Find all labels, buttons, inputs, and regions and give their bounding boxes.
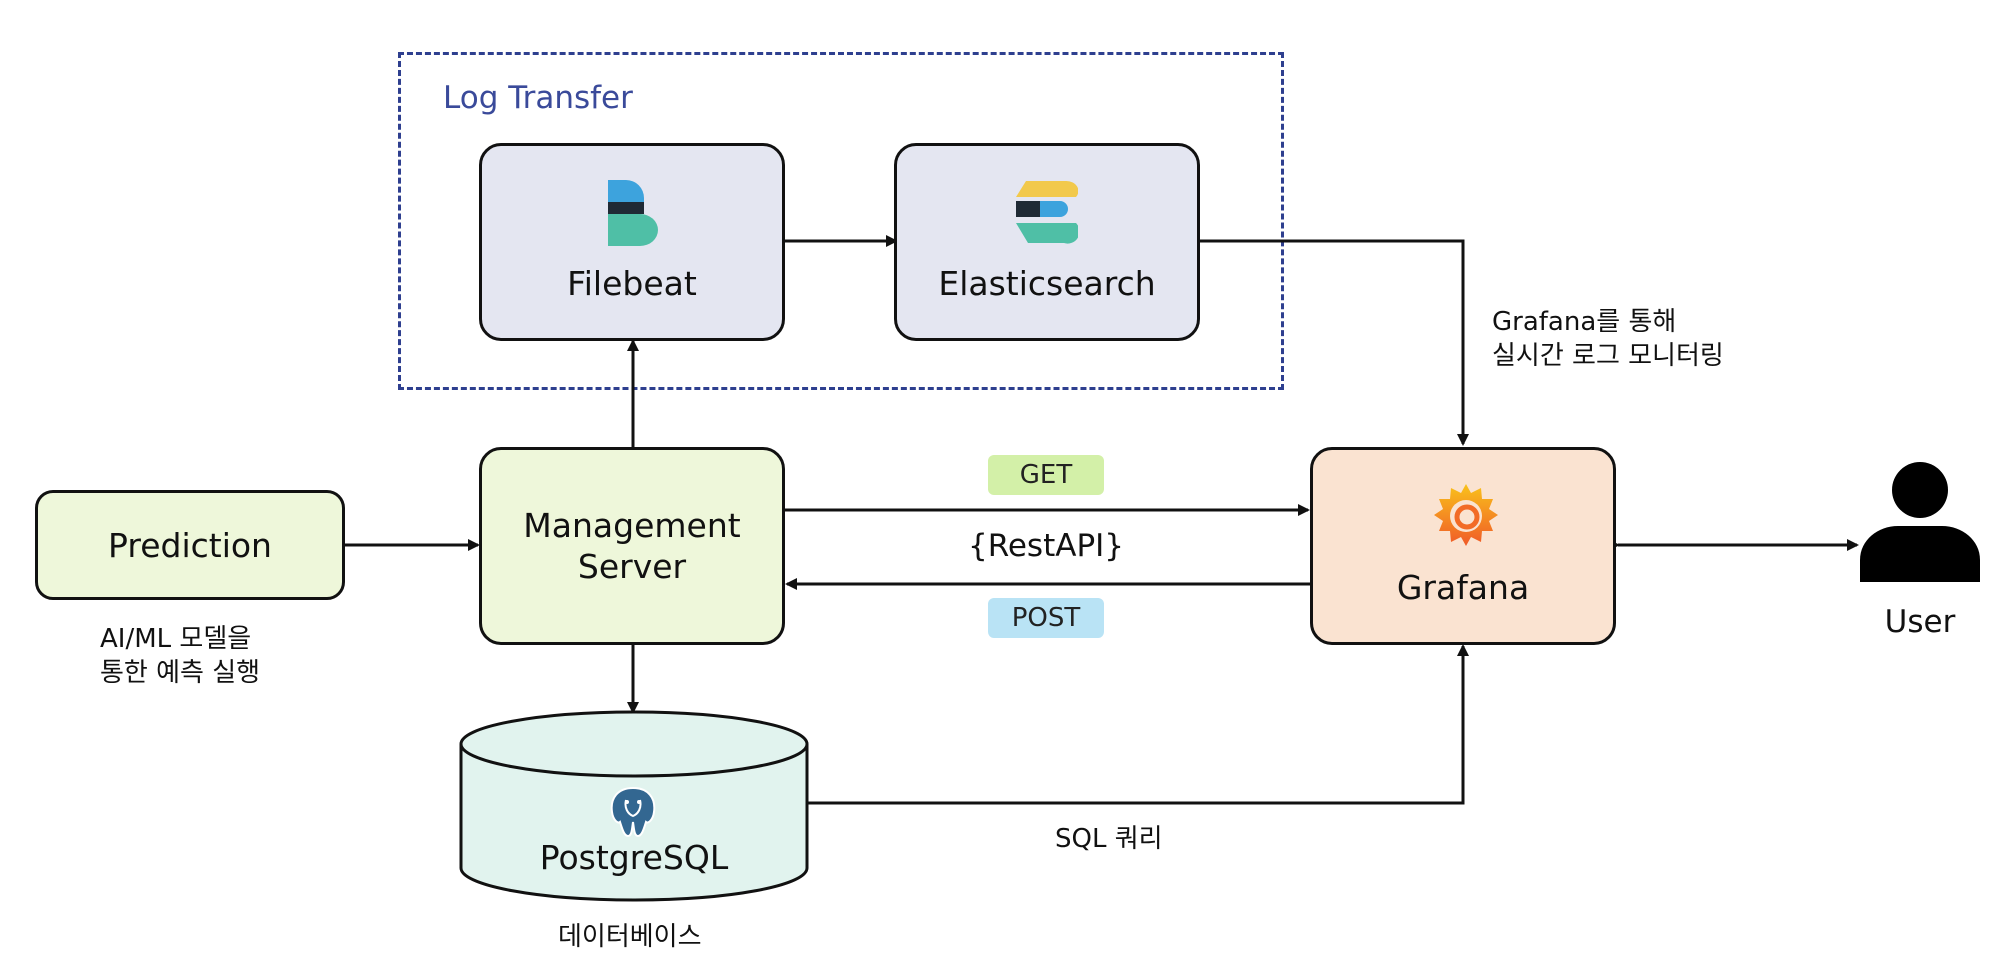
postgresql-label: PostgreSQL [539, 838, 729, 877]
get-badge: GET [988, 455, 1104, 495]
grafana-icon [1434, 484, 1498, 546]
database-note: 데이터베이스 [558, 922, 702, 952]
user-icon [1860, 462, 1980, 582]
prediction-label: Prediction [108, 526, 272, 565]
prediction-node: Prediction [35, 490, 345, 600]
prediction-description: AI/ML 모델을 통한 예측 실행 [100, 624, 261, 688]
elasticsearch-node: Elasticsearch [894, 143, 1200, 341]
filebeat-node: Filebeat [479, 143, 785, 341]
sql-query-note: SQL 쿼리 [1055, 824, 1163, 854]
log-transfer-title: Log Transfer [443, 80, 633, 116]
management-label-line1: Management [523, 506, 741, 545]
management-label-line2: Server [577, 547, 687, 586]
filebeat-label: Filebeat [567, 264, 697, 303]
postgresql-elephant-icon [610, 786, 656, 838]
management-server-node: Management Server [479, 447, 785, 645]
filebeat-icon [608, 180, 658, 246]
grafana-node: Grafana [1310, 447, 1616, 645]
user-label: User [1884, 604, 1956, 640]
elasticsearch-label: Elasticsearch [938, 264, 1156, 303]
grafana-label: Grafana [1396, 568, 1530, 607]
grafana-monitoring-note: Grafana를 통해 실시간 로그 모니터링 [1492, 307, 1724, 371]
log-transfer-group [398, 52, 1284, 390]
post-badge: POST [988, 598, 1104, 638]
restapi-label: {RestAPI} [967, 528, 1124, 564]
arrow-elasticsearch-to-grafana [1200, 239, 1469, 446]
elasticsearch-icon [1016, 180, 1078, 244]
arrow-postgres-to-grafana [806, 644, 1469, 805]
